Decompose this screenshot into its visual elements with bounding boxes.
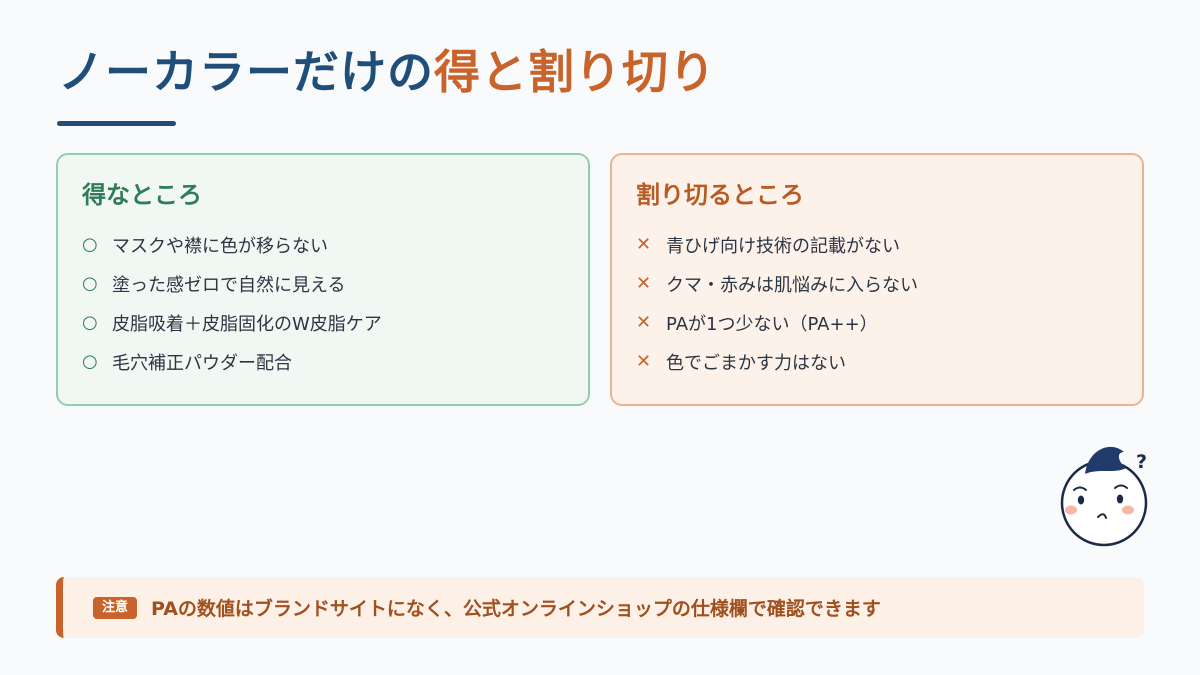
title-part-1: ノーカラーだけの [58, 45, 434, 99]
list-item: ✕ PAが1つ少ない（PA++） [636, 303, 1118, 342]
cross-mark-icon: ✕ [636, 351, 652, 372]
caution-note: 注意 PAの数値はブランドサイトになく、公式オンラインショップの仕様欄で確認でき… [56, 577, 1144, 638]
list-item: ○ 皮脂吸着＋皮脂固化のW皮脂ケア [82, 303, 564, 342]
cross-mark-icon: ✕ [636, 312, 652, 333]
list-item: ○ 塗った感ゼロで自然に見える [82, 264, 564, 303]
cons-item-text: PAが1つ少ない（PA++） [666, 313, 878, 335]
cons-heading: 割り切るところ [636, 181, 804, 209]
pros-item-text: 塗った感ゼロで自然に見える [112, 274, 346, 296]
list-item: ✕ 色でごまかす力はない [636, 342, 1118, 381]
cons-item-text: 色でごまかす力はない [666, 352, 846, 374]
circle-mark-icon: ○ [82, 234, 98, 255]
list-item: ✕ クマ・赤みは肌悩みに入らない [636, 264, 1118, 303]
circle-mark-icon: ○ [82, 312, 98, 333]
pros-heading: 得なところ [82, 181, 202, 209]
cons-list: ✕ 青ひげ向け技術の記載がない ✕ クマ・赤みは肌悩みに入らない ✕ PAが1つ少ない… [636, 225, 1118, 381]
cross-mark-icon: ✕ [636, 234, 652, 255]
circle-mark-icon: ○ [82, 351, 98, 372]
slide-title: ノーカラーだけの得と割り切り [58, 42, 716, 102]
cons-card: 割り切るところ ✕ 青ひげ向け技術の記載がない ✕ クマ・赤みは肌悩みに入らない ✕… [610, 153, 1144, 406]
pros-item-text: 皮脂吸着＋皮脂固化のW皮脂ケア [112, 313, 382, 335]
circle-mark-icon: ○ [82, 273, 98, 294]
question-mark: ? [1136, 451, 1147, 473]
pros-item-text: 毛穴補正パウダー配合 [112, 352, 292, 374]
cons-item-text: クマ・赤みは肌悩みに入らない [666, 274, 918, 296]
pros-list: ○ マスクや襟に色が移らない ○ 塗った感ゼロで自然に見える ○ 皮脂吸着＋皮脂固化の… [82, 225, 564, 381]
confused-face-mascot-icon: ? [1060, 446, 1148, 547]
pros-item-text: マスクや襟に色が移らない [112, 235, 328, 257]
title-underline [57, 121, 176, 126]
list-item: ○ 毛穴補正パウダー配合 [82, 342, 564, 381]
title-part-2: 得と割り切り [434, 45, 716, 99]
list-item: ✕ 青ひげ向け技術の記載がない [636, 225, 1118, 264]
pros-card: 得なところ ○ マスクや襟に色が移らない ○ 塗った感ゼロで自然に見える ○ 皮脂吸着… [56, 153, 590, 406]
cons-item-text: 青ひげ向け技術の記載がない [666, 235, 900, 257]
caution-text: PAの数値はブランドサイトになく、公式オンラインショップの仕様欄で確認できます [151, 598, 881, 620]
list-item: ○ マスクや襟に色が移らない [82, 225, 564, 264]
caution-badge: 注意 [93, 596, 138, 619]
cross-mark-icon: ✕ [636, 273, 652, 294]
